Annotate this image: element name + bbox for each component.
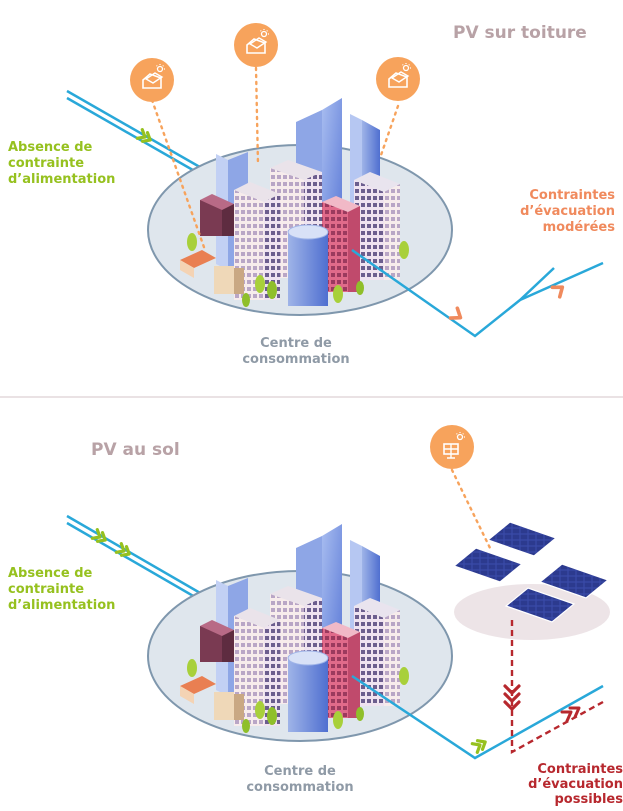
top-center-label-line: Centre de [260, 336, 332, 351]
bottom-center-label-line: Centre de [264, 764, 336, 779]
bottom-export-chevron-icon [470, 736, 490, 754]
bottom-export-label-line: possibles [554, 792, 623, 807]
top-center-label: Centre de consommation [228, 336, 364, 368]
bottom-connector [450, 468, 492, 550]
top-export-label-line: Contraintes [529, 188, 615, 203]
bottom-supply-label-line: d’alimentation [8, 598, 116, 613]
bottom-center-label: Centre de consommation [232, 764, 368, 796]
ground-pv-farm [452, 521, 610, 640]
top-center-label-line: consommation [242, 352, 350, 367]
top-supply-label: Absence de contrainte d’alimentation [8, 140, 115, 188]
bottom-export-line [351, 674, 604, 760]
bottom-supply-label: Absence de contrainte d’alimentation [8, 566, 115, 614]
top-export-label-line: modérées [542, 220, 615, 235]
top-export-label-line: d’évacuation [520, 204, 615, 219]
bottom-export-label: Contraintes d’évacuation possibles [513, 762, 623, 807]
bottom-constraint-chevron-icon [560, 706, 581, 723]
top-supply-label-line: d’alimentation [8, 172, 116, 187]
bottom-export-label-line: Contraintes [537, 762, 623, 777]
top-section [66, 22, 604, 338]
bottom-center-label-line: consommation [246, 780, 354, 795]
top-title: PV sur toiture [453, 23, 587, 43]
top-city-plate [147, 97, 453, 316]
top-connectors [150, 66, 400, 252]
top-supply-label-line: contrainte [8, 156, 85, 171]
bottom-city-plate [147, 523, 453, 742]
bottom-section [66, 425, 610, 760]
top-supply-label-line: Absence de [8, 140, 93, 155]
bottom-supply-label-line: contrainte [8, 582, 85, 597]
rooftop-solar-icon [375, 56, 421, 102]
top-export-line [351, 248, 604, 338]
bottom-constraint-chevron-icon [503, 684, 521, 711]
bottom-supply-label-line: Absence de [8, 566, 93, 581]
rooftop-solar-icon [129, 57, 175, 103]
bottom-export-label-line: d’évacuation [528, 777, 623, 792]
rooftop-solar-icon [233, 22, 279, 68]
bottom-constraint-dashes [503, 620, 604, 755]
ground-solar-panel-icon [430, 425, 474, 469]
bottom-title: PV au sol [91, 440, 180, 460]
top-export-label: Contraintes d’évacuation modérées [520, 188, 615, 236]
